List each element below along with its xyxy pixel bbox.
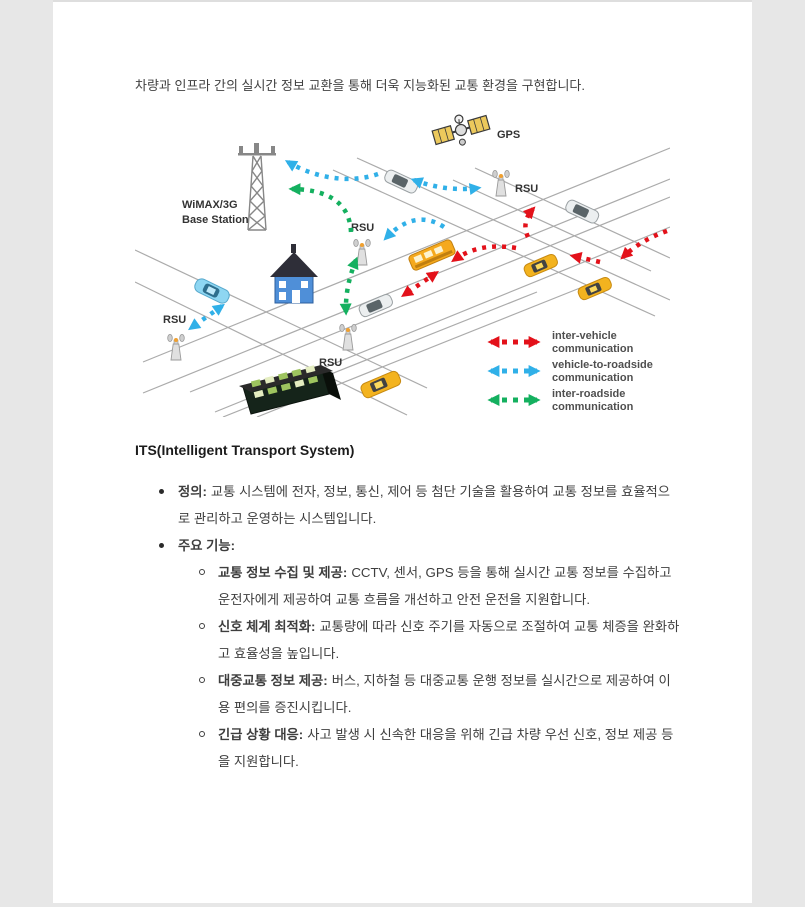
arrow-taxi-to-whitecar [522, 206, 536, 238]
bullet-main-functions-lead: 주요 기능: [178, 538, 236, 553]
sub-bullet-emergency-response-text: 사고 발생 시 신속한 대응을 위해 긴급 차량 우선 신호, 정보 제공 등을… [218, 727, 674, 769]
taxi-bottom [360, 370, 402, 399]
rsu-label-bottom: RSU [319, 357, 342, 369]
taxi-upper [523, 253, 558, 278]
its-diagram: WiMAX/3G Base Station GPS [135, 114, 670, 417]
legend-item-inter-vehicle: inter-vehicle communication [487, 330, 634, 355]
arrow-rsu-middle-to-basestation [288, 183, 354, 233]
car-white-right [565, 199, 600, 224]
rsu-unit-bottom [339, 323, 357, 351]
sub-bullet-signal-optimization-text: 교통량에 따라 신호 주기를 자동으로 조절하여 교통 체증을 완화하고 효율성… [218, 619, 680, 661]
svg-text:communication: communication [552, 343, 634, 355]
arrow-taxilower-to-taxiupper [569, 251, 601, 265]
arrow-car-to-rsu-topright [410, 177, 482, 195]
diagram-legend: inter-vehicle communication vehicle-to-r… [487, 330, 653, 413]
sub-bullet-circle [199, 569, 205, 575]
car-blue [194, 278, 230, 304]
sub-bullet-public-transit: 대중교통 정보 제공:버스, 지하철 등 대중교통 운행 정보를 실시간으로 제… [135, 667, 680, 721]
rsu-unit-middle [353, 238, 371, 266]
gps-label: GPS [497, 129, 520, 141]
bullet-dot [159, 489, 164, 494]
rsu-label-top-right: RSU [515, 183, 538, 195]
legend-label-inter-roadside: inter-roadside [552, 388, 625, 400]
warehouse-building [239, 365, 341, 415]
document-page: 차량과 인프라 간의 실시간 정보 교환을 통해 더욱 지능화된 교통 환경을 … [53, 0, 752, 903]
sub-bullet-traffic-info-lead: 교통 정보 수집 및 제공: [218, 565, 348, 580]
rsu-unit-left [167, 333, 185, 361]
sub-bullet-emergency-response-lead: 긴급 상황 대응: [218, 727, 304, 742]
sub-bullet-signal-optimization: 신호 체계 최적화:교통량에 따라 신호 주기를 자동으로 조절하여 교통 체증… [135, 613, 680, 667]
bullet-definition: 정의:교통 시스템에 전자, 정보, 통신, 제어 등 첨단 기술을 활용하여 … [135, 478, 680, 532]
bullet-main-functions: 주요 기능: [135, 532, 680, 559]
base-station-label: WiMAX/3G [182, 199, 238, 211]
its-figure: WiMAX/3G Base Station GPS [135, 110, 670, 417]
sub-bullet-public-transit-lead: 대중교통 정보 제공: [218, 673, 328, 688]
arrow-bus-to-whitecar-middle [401, 270, 439, 298]
sub-bullet-circle [199, 731, 205, 737]
sub-bullet-public-transit-text: 버스, 지하철 등 대중교통 운행 정보를 실시간으로 제공하여 이용 편의를 … [218, 673, 671, 715]
sub-bullet-emergency-response: 긴급 상황 대응:사고 발생 시 신속한 대응을 위해 긴급 차량 우선 신호,… [135, 721, 680, 775]
taxi-lower [577, 276, 612, 301]
rsu-unit-top-right [492, 170, 510, 197]
arrows-inter-roadside [288, 183, 359, 316]
svg-text:communication: communication [552, 401, 634, 413]
base-station-label-line2: Base Station [182, 214, 249, 226]
sub-bullet-traffic-info: 교통 정보 수집 및 제공:CCTV, 센서, GPS 등을 통해 실시간 교통… [135, 559, 680, 613]
base-station-tower [238, 143, 276, 231]
sub-bullet-traffic-info-text: CCTV, 센서, GPS 등을 통해 실시간 교통 정보를 수집하고 운전자에… [218, 565, 672, 607]
rsu-label-middle: RSU [351, 222, 374, 234]
bullet-dot [159, 543, 164, 548]
arrow-bluecar-to-rsu-left [188, 303, 225, 331]
arrows-inter-vehicle [401, 206, 668, 298]
svg-text:communication: communication [552, 372, 634, 384]
rsu-label-left: RSU [163, 314, 186, 326]
legend-label-vehicle-to-roadside: vehicle-to-roadside [552, 359, 653, 371]
school-bus [408, 239, 456, 271]
bullet-definition-lead: 정의: [178, 484, 207, 499]
legend-item-inter-roadside: inter-roadside communication [487, 388, 634, 413]
arrow-to-rsu-middle [383, 217, 446, 241]
arrows-vehicle-to-roadside [188, 160, 482, 331]
bullet-list: 정의:교통 시스템에 전자, 정보, 통신, 제어 등 첨단 기술을 활용하여 … [135, 478, 680, 775]
sub-bullet-signal-optimization-lead: 신호 체계 최적화: [218, 619, 316, 634]
legend-label-inter-vehicle: inter-vehicle [552, 330, 617, 342]
arrow-rsu-middle-to-rsu-bottom [339, 256, 359, 316]
section-heading: ITS(Intelligent Transport System) [135, 442, 355, 458]
sub-bullet-circle [199, 623, 205, 629]
legend-item-vehicle-to-roadside: vehicle-to-roadside communication [487, 359, 653, 384]
bullet-definition-text: 교통 시스템에 전자, 정보, 통신, 제어 등 첨단 기술을 활용하여 교통 … [178, 484, 671, 526]
sub-bullet-circle [199, 677, 205, 683]
house-building [270, 244, 318, 304]
car-white-middle [358, 293, 393, 318]
gps-satellite-icon [431, 114, 491, 146]
intro-paragraph: 차량과 인프라 간의 실시간 정보 교환을 통해 더욱 지능화된 교통 환경을 … [135, 78, 585, 93]
